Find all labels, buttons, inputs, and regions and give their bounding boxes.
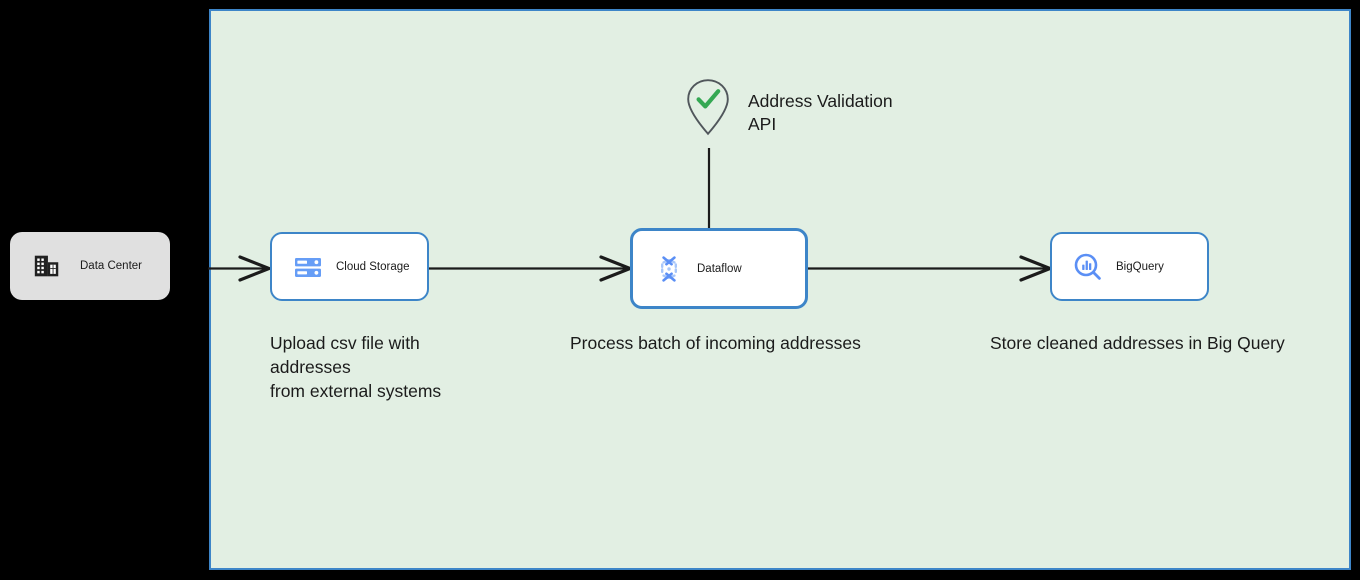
node-bigquery[interactable]: BigQuery [1050,232,1209,301]
caption-bigquery: Store cleaned addresses in Big Query [990,333,1285,353]
bigquery-icon [1074,253,1101,280]
caption-dataflow: Process batch of incoming addresses [570,333,861,353]
cloud-storage-icon [295,257,321,277]
node-label-data-center: Data Center [80,260,143,272]
node-dataflow[interactable]: Dataflow [630,228,808,309]
building-icon [34,255,59,277]
map-pin-check-icon [687,79,729,136]
node-label-address-validation-api: Address Validation API [748,91,893,134]
node-label-bigquery: BigQuery [1116,260,1164,273]
node-label-dataflow: Dataflow [697,262,742,275]
caption-cloud-storage: Upload csv file with addresses from exte… [270,333,442,401]
node-cloud-storage[interactable]: Cloud Storage [270,232,429,301]
node-address-validation-api[interactable]: Address Validation API [686,78,986,148]
node-data-center[interactable]: Data Center [10,232,170,300]
dataflow-icon [661,255,677,282]
node-label-cloud-storage: Cloud Storage [336,260,410,273]
